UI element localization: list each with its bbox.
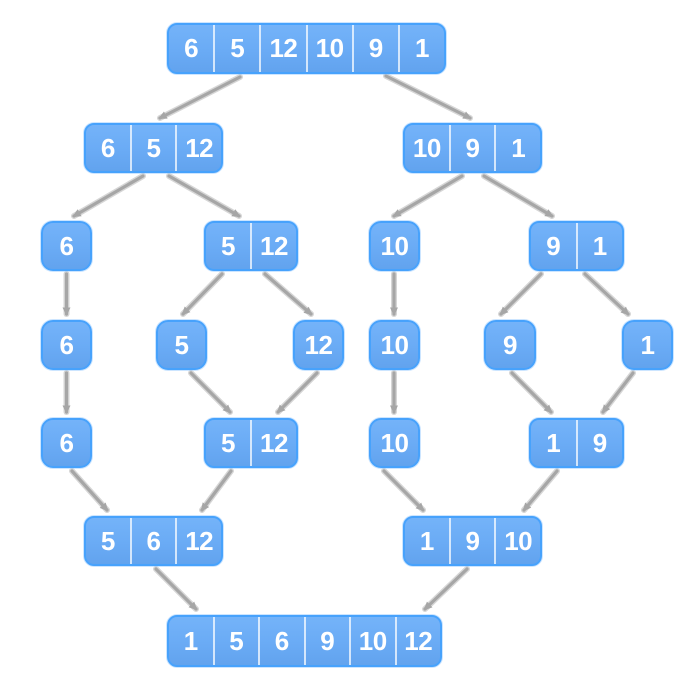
array-cell: 12 [250,223,296,269]
arrow-connector [509,370,554,415]
array-cell: 1 [397,25,444,72]
arrow-connector [180,271,225,317]
arrow-connector [381,468,426,513]
array-cell: 6 [258,617,304,665]
array-cell: 12 [250,420,296,466]
arrow-connector [582,271,631,317]
array-cell: 12 [175,125,221,171]
arrow-connector [69,468,110,513]
array-cell: 5 [100,525,115,556]
array-node-split: 9 1 [529,221,624,271]
array-cell: 9 [448,518,495,564]
array-cell: 10 [380,427,409,458]
arrow-connector [199,468,234,513]
array-node-root: 6 5 12 10 9 1 [167,23,446,74]
array-cell: 6 [59,427,74,458]
array-cell: 5 [129,125,176,171]
array-node-single: 6 [41,320,92,370]
array-cell: 1 [494,125,540,171]
array-node-sorted-result: 1 5 6 9 10 12 [167,615,442,667]
array-cell: 9 [575,420,623,466]
array-cell: 6 [59,329,74,360]
array-node-merged: 5 12 [204,418,298,468]
array-cell: 12 [394,617,441,665]
arrow-split-root-left [157,74,243,121]
array-node-single: 1 [622,320,673,370]
array-cell: 9 [351,25,398,72]
arrow-connector [188,370,233,415]
array-cell: 1 [419,525,434,556]
arrow-merge-final-left [153,566,199,612]
array-cell: 12 [175,518,221,564]
array-cell: 9 [303,617,350,665]
array-cell: 10 [305,25,352,72]
array-node-right-half: 10 9 1 [403,123,542,173]
array-node-merged-left-half: 5 6 12 [84,516,223,566]
arrow-merge-final-right [422,566,470,612]
array-cell: 5 [221,427,235,458]
arrow-connector [71,173,146,219]
array-cell: 12 [304,329,333,360]
array-node-split: 5 12 [204,221,298,271]
array-cell: 6 [100,132,115,163]
array-cell: 10 [380,329,409,360]
array-cell: 6 [129,518,176,564]
arrow-connector [481,173,555,219]
array-cell: 10 [380,230,409,261]
array-node-single: 12 [293,320,344,370]
array-cell: 10 [349,617,395,665]
array-cell: 5 [221,230,235,261]
array-node-left-half: 6 5 12 [84,123,223,173]
array-node-single: 9 [484,320,536,370]
array-cell: 10 [494,518,540,564]
array-cell: 10 [412,132,441,163]
array-cell: 1 [640,329,655,360]
arrow-connector [498,271,544,317]
array-cell: 1 [183,625,198,656]
array-cell: 9 [448,125,495,171]
array-cell: 5 [174,329,189,360]
arrow-split-root-right [383,73,473,121]
array-node-merged: 1 9 [529,418,624,468]
array-cell: 5 [212,617,259,665]
arrow-connector [262,271,314,317]
arrow-connector [166,173,242,219]
array-cell: 1 [575,223,623,269]
array-node-merged: 10 [369,418,420,468]
arrow-connector [275,370,320,415]
array-node-split: 6 [41,221,92,271]
array-node-single: 10 [369,320,420,370]
array-node-split: 10 [369,221,420,271]
array-node-single: 5 [156,320,207,370]
array-cell: 5 [213,25,259,72]
array-cell: 1 [546,427,561,458]
array-cell: 6 [59,230,74,261]
arrow-connector [521,468,560,513]
arrow-connector [391,173,465,219]
array-cell: 9 [503,329,517,360]
arrow-connector [600,370,636,415]
array-cell: 9 [546,230,561,261]
array-cell: 12 [259,25,305,72]
array-node-merged: 6 [41,418,92,468]
array-node-merged-right-half: 1 9 10 [403,516,542,566]
array-cell: 6 [184,33,199,63]
